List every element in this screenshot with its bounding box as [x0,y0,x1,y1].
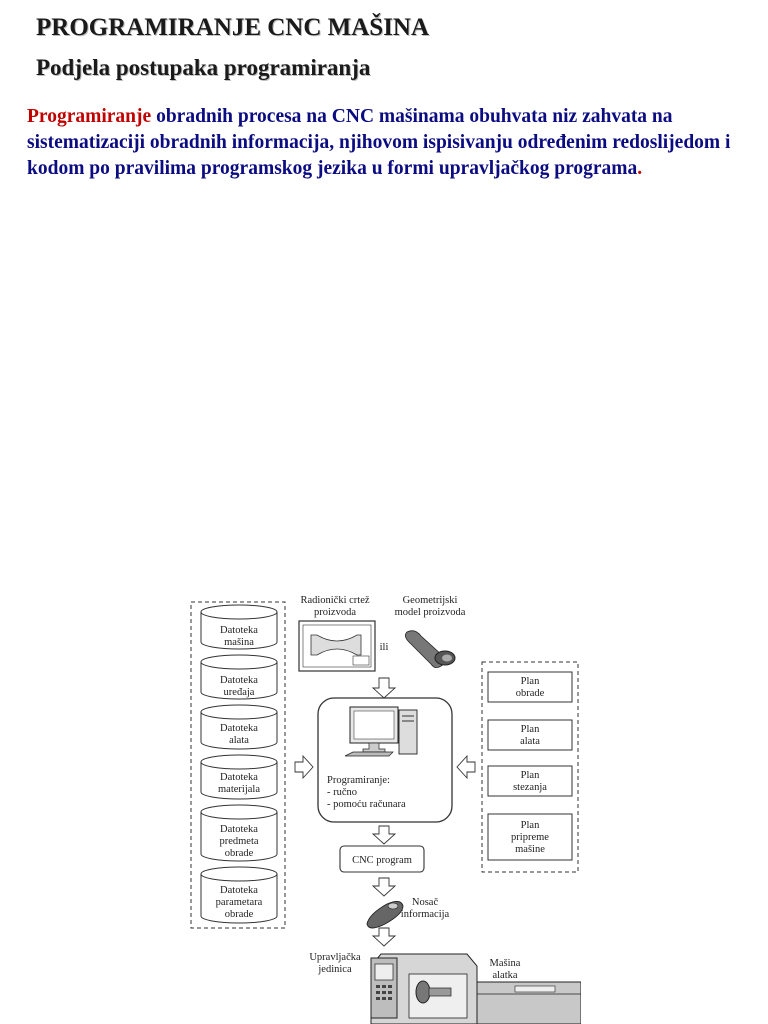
plan-label-1: Plan [521,676,540,687]
intro-text: obradnih procesa na CNC mašinama obuhvat… [27,106,731,179]
database-label-1: Datoteka [220,885,258,896]
machine-label-2: alatka [492,970,517,981]
control-unit-label-2: jedinica [317,964,352,975]
workshop-drawing-icon [298,620,376,672]
database-label-1: Datoteka [220,772,258,783]
or-label: ili [380,642,389,653]
geometric-model-icon [405,630,456,668]
database-label-1: Datoteka [220,723,258,734]
programming-label-2: - ručno [327,787,357,798]
plan-item: Plan obrade [487,671,573,703]
drawing-label-1: Radionički crtež [300,595,369,606]
database-label-2: mašina [224,637,254,648]
drawing-label-2: proizvoda [314,607,356,618]
cnc-programming-diagram: Datoteka mašina Datoteka uređaja Datotek… [190,595,581,1024]
control-unit-label-1: Upravljačka [309,952,361,963]
intro-highlight: Programiranje [27,106,152,127]
cnc-program-label: CNC program [352,855,412,866]
arrow-down-icon [371,677,397,699]
plan-item: Plan stezanja [487,765,573,797]
arrow-right-icon [294,754,314,780]
arrow-left-icon [456,754,476,780]
plan-label-2: obrade [516,688,545,699]
intro-period: . [637,158,643,179]
plan-label-2: alata [520,736,540,747]
machine-label-1: Mašina [490,958,521,969]
programming-label-3: - pomoću računara [327,799,406,810]
arrow-down-icon [371,927,397,947]
plans-group [481,661,579,873]
model-label-2: model proizvoda [395,607,466,618]
carrier-label-2: informacija [401,909,450,920]
programming-label-1: Programiranje: [327,775,390,786]
computer-icon [344,706,418,757]
page-subtitle: Podjela postupaka programiranja [36,55,371,80]
plan-label-2: stezanja [513,782,547,793]
database-item: Datoteka uređaja [200,654,278,700]
database-label-3: obrade [225,848,254,859]
plan-label-2: pripreme [511,832,549,843]
model-label-1: Geometrijski [403,595,458,606]
database-label-2: uređaja [224,687,255,698]
database-label-2: predmeta [219,836,258,847]
database-item: Datoteka alata [200,704,278,750]
database-label-3: obrade [225,909,254,920]
database-label-2: parametara [216,897,263,908]
plan-label-1: Plan [521,770,540,781]
plan-item: Plan pripreme mašine [487,813,573,861]
database-label-1: Datoteka [220,675,258,686]
plan-label-1: Plan [521,724,540,735]
database-label-2: materijala [218,784,260,795]
carrier-label-1: Nosač [412,897,439,908]
intro-paragraph: Programiranje obradnih procesa na CNC ma… [27,104,747,182]
plan-item: Plan alata [487,719,573,751]
database-label-1: Datoteka [220,824,258,835]
cnc-program-box [339,845,425,873]
plan-label-1: Plan [521,820,540,831]
plan-label-3: mašine [515,844,545,855]
database-item: Datoteka parametara obrade [200,866,278,924]
database-item: Datoteka predmeta obrade [200,804,278,862]
arrow-down-icon [371,877,397,897]
arrow-down-icon [371,825,397,845]
information-carrier-icon [366,901,404,929]
page-title: PROGRAMIRANJE CNC MAŠINA [36,14,430,41]
cnc-machine-icon [370,953,581,1024]
database-label-2: alata [229,735,249,746]
database-item: Datoteka mašina [200,604,278,650]
database-item: Datoteka materijala [200,754,278,800]
database-label-1: Datoteka [220,625,258,636]
